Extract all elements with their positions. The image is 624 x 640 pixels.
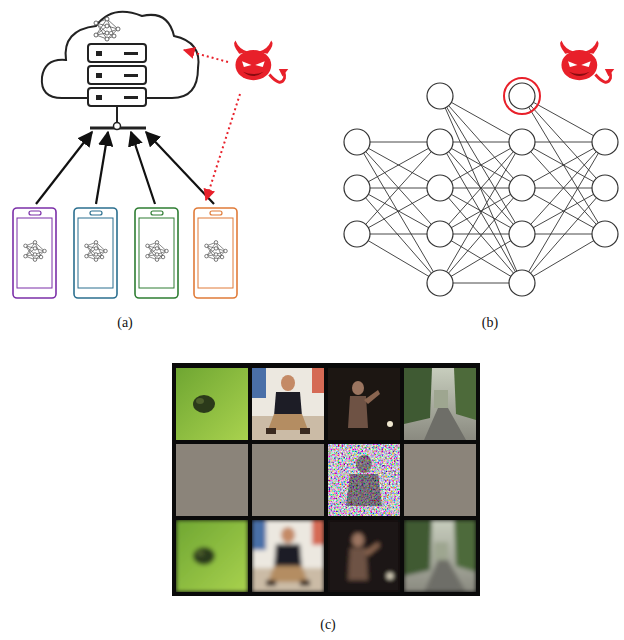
model-icon: [94, 17, 120, 41]
panel-label: (a): [115, 315, 135, 332]
server-stack: [88, 44, 146, 106]
reconstructed-tile: [404, 520, 476, 592]
image-tile: [176, 368, 248, 440]
attacker-icon: [560, 41, 614, 83]
phone: [13, 208, 56, 298]
grey-tile: [176, 444, 248, 516]
image-tile: [252, 368, 324, 440]
uplink-wire: [116, 106, 118, 124]
network-weights: [357, 96, 605, 283]
upload-arrows: [36, 132, 214, 204]
grey-tile: [252, 444, 324, 516]
malicious-neuron-ring: [504, 78, 540, 114]
noise-figure: [346, 455, 382, 506]
reconstructed-tile: [176, 520, 248, 592]
image-grid: [172, 363, 480, 596]
panel-label: (b): [480, 315, 500, 332]
server-lights: [96, 51, 138, 100]
image-tile: [328, 368, 400, 440]
grid-background: [172, 363, 480, 596]
cloud-server: [42, 12, 199, 130]
reconstructed-tile: [328, 520, 400, 592]
bar-joint: [114, 123, 121, 130]
attacker-icon: [234, 41, 288, 83]
attack-arrows: [184, 50, 240, 200]
client-phones: [13, 208, 237, 298]
image-tile: [404, 368, 476, 440]
phone: [135, 208, 178, 298]
panel-label: (c): [318, 617, 338, 634]
noise-tile: [328, 444, 400, 516]
phone: [194, 208, 237, 298]
phone: [74, 208, 117, 298]
grey-tile: [404, 444, 476, 516]
reconstructed-tile: [252, 520, 324, 592]
neurons: [344, 83, 618, 296]
cloud-outline: [42, 12, 199, 98]
